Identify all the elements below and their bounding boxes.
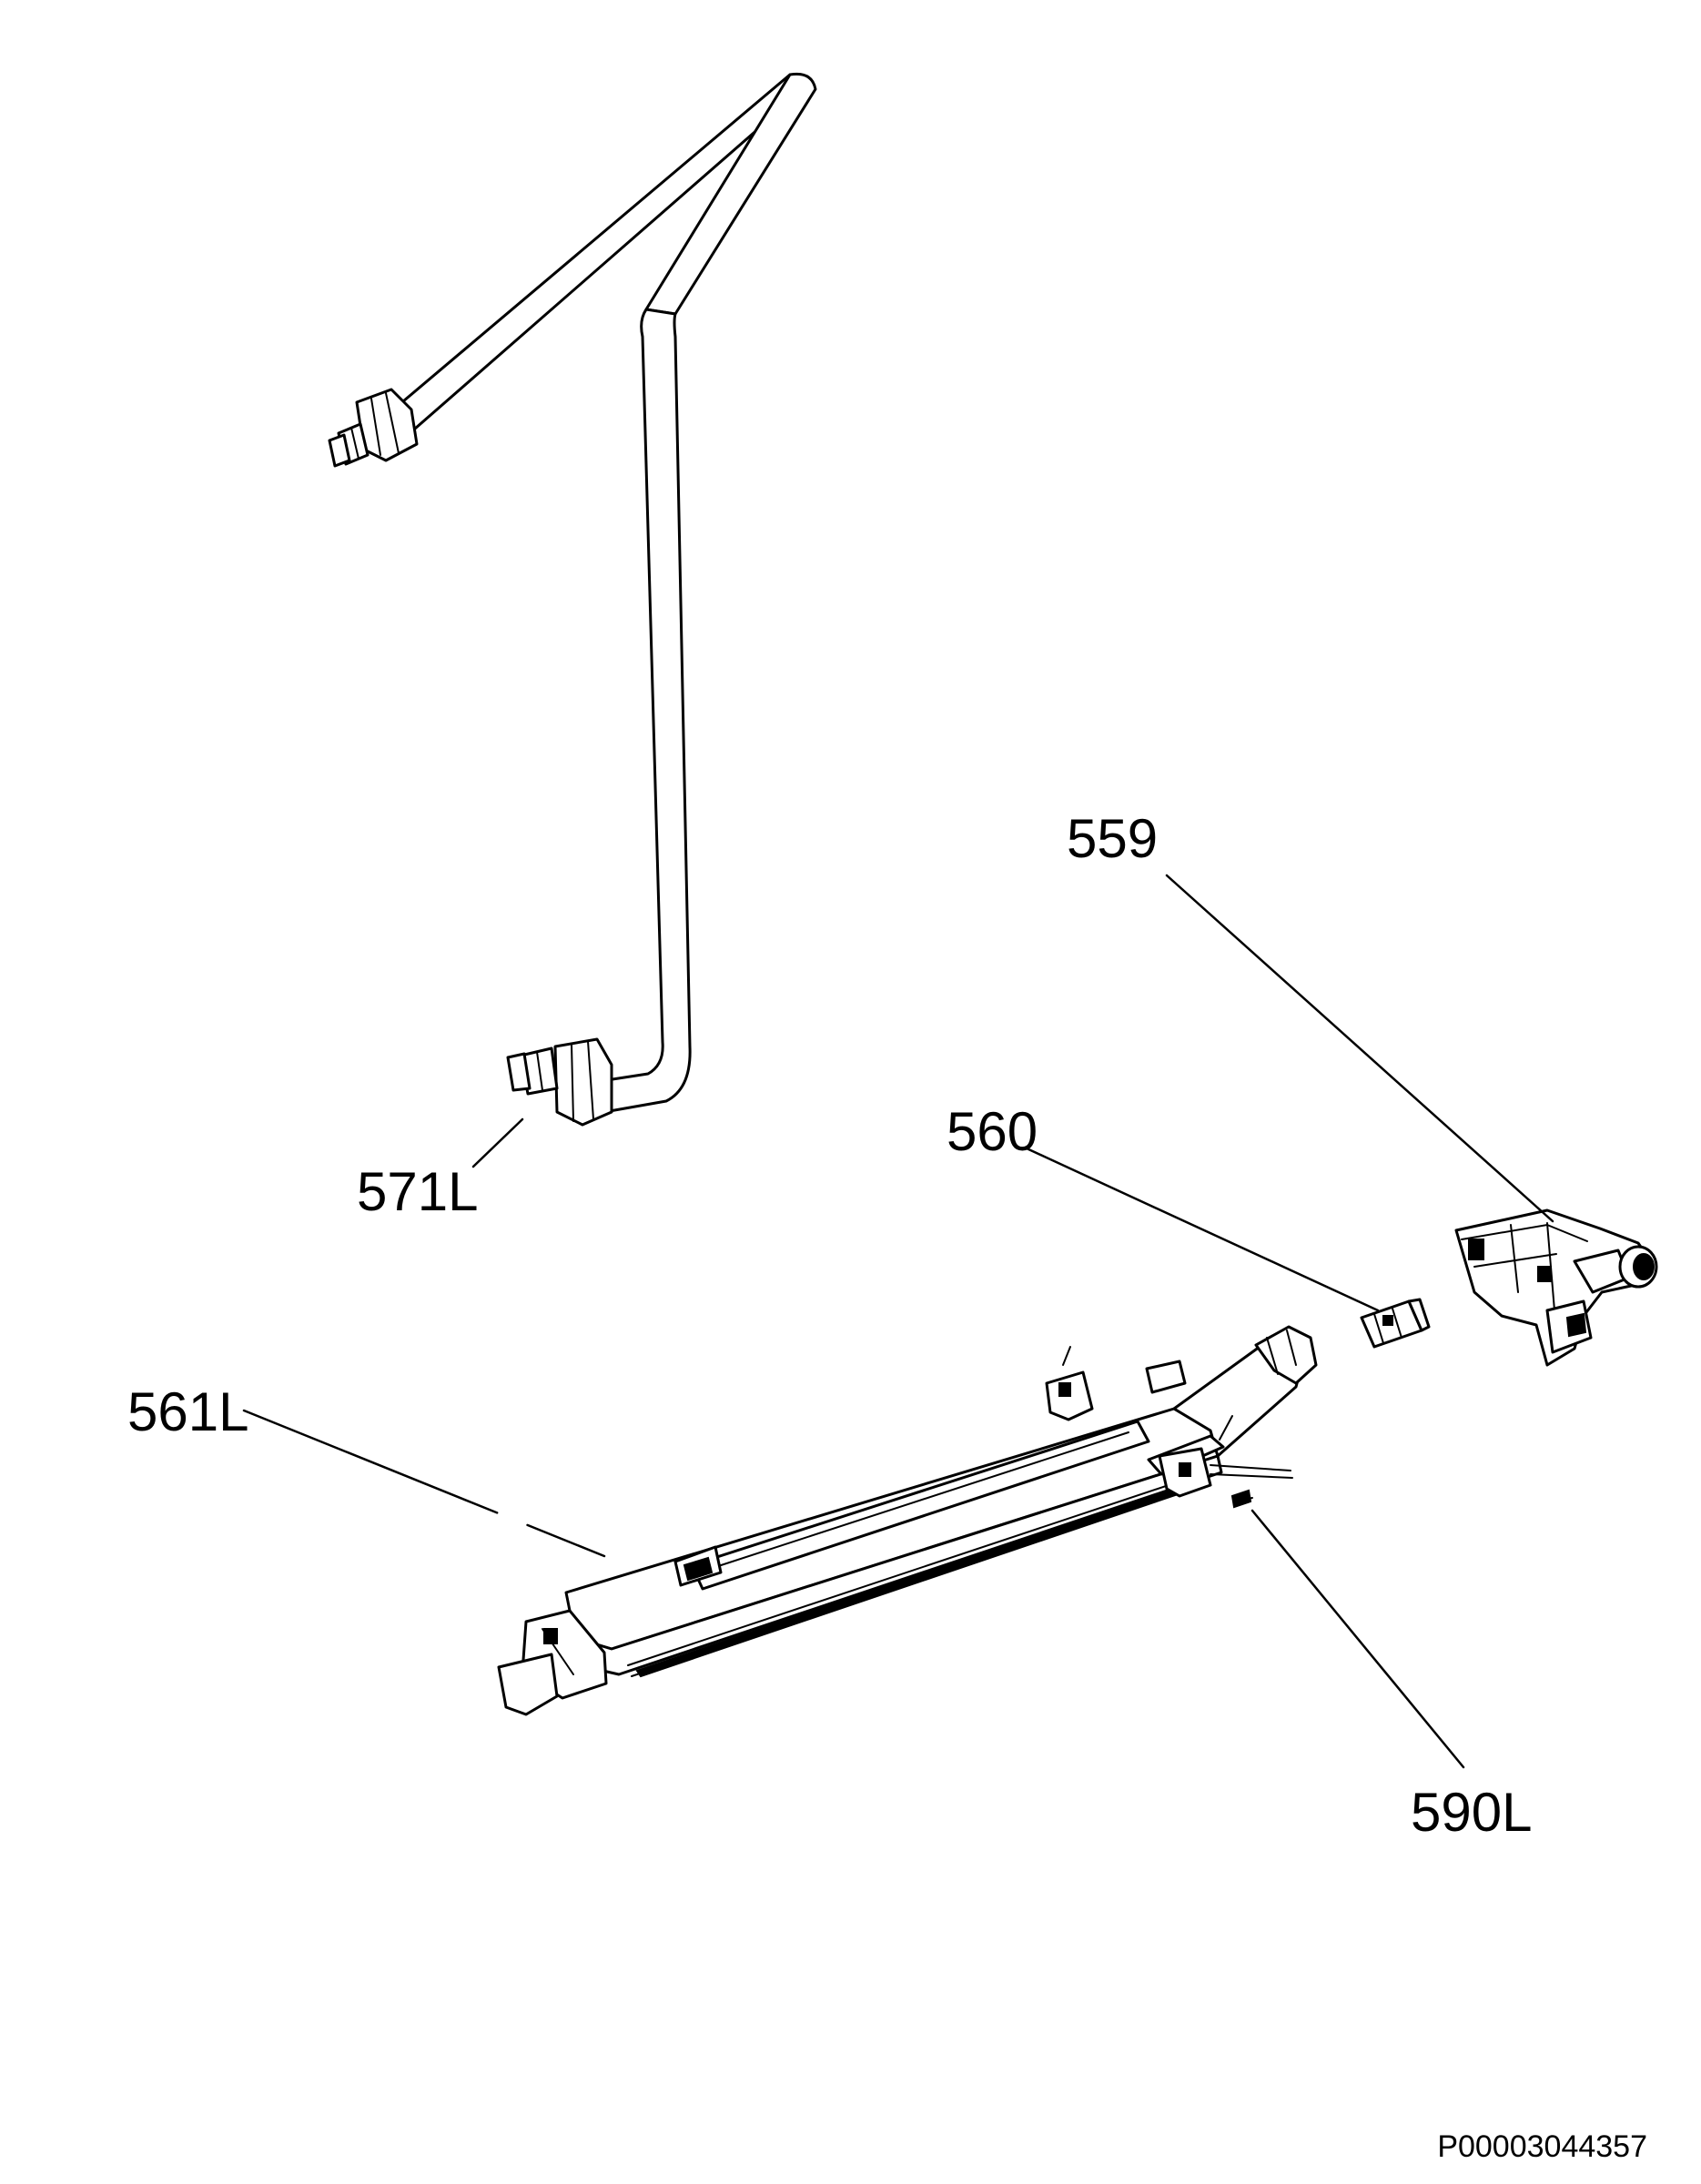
label-590L: 590L xyxy=(1411,1782,1532,1843)
label-560: 560 xyxy=(947,1101,1038,1162)
pipe-bottom-fitting xyxy=(506,1037,613,1127)
leader-559 xyxy=(1165,874,1554,1223)
gas-pipe-571L xyxy=(328,72,817,1127)
pipe-top-fitting xyxy=(328,388,419,468)
screw-590L xyxy=(1230,1489,1253,1509)
injector-560 xyxy=(1360,1298,1431,1349)
label-571L: 571L xyxy=(357,1161,478,1222)
document-id: P00003044357 xyxy=(1437,2129,1647,2164)
leader-561L xyxy=(242,1409,606,1558)
leader-571L xyxy=(471,1117,524,1168)
leader-590L xyxy=(1250,1509,1465,1769)
label-559: 559 xyxy=(1067,808,1158,869)
burner-561L xyxy=(497,1325,1318,1716)
leader-560 xyxy=(1025,1147,1380,1312)
leader-lines xyxy=(242,874,1554,1769)
gas-valve-559 xyxy=(1454,1208,1658,1367)
label-561L: 561L xyxy=(127,1381,248,1442)
